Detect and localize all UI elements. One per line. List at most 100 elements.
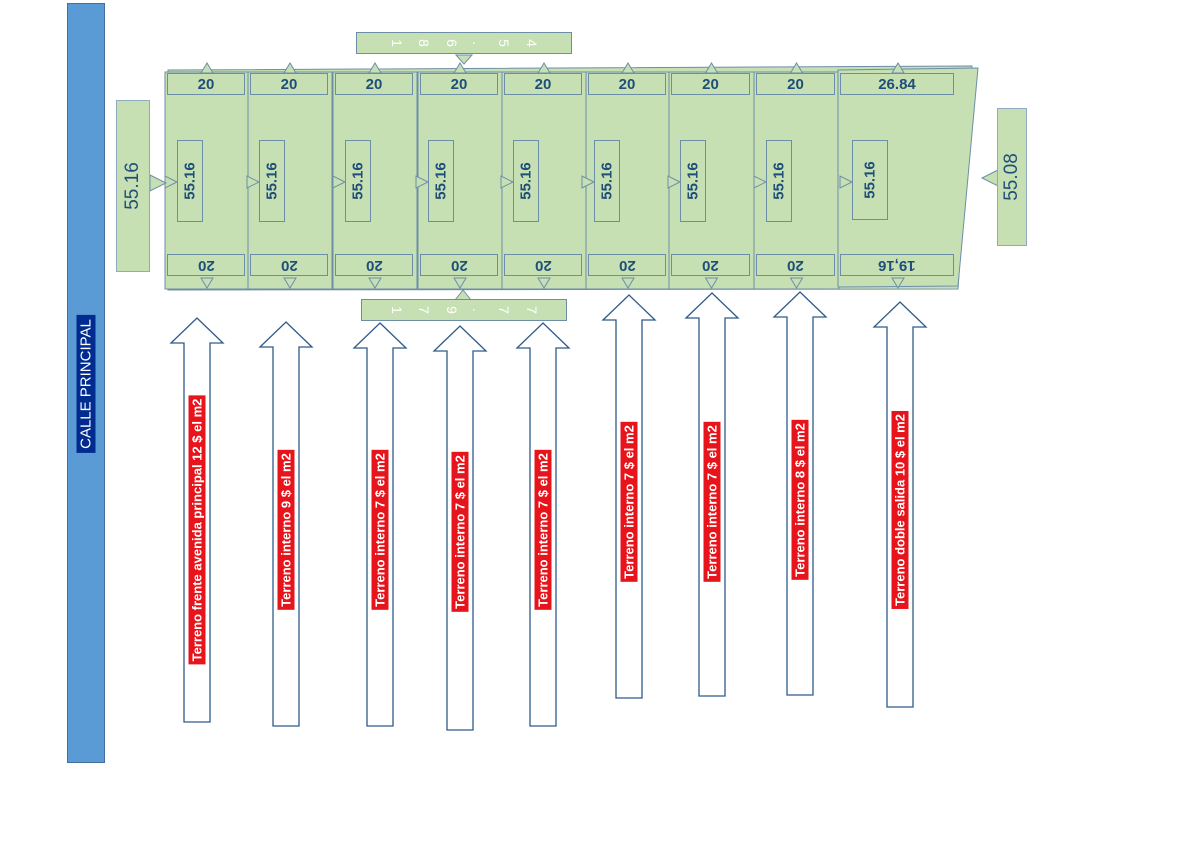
lot-depth-box: 55.16 <box>513 140 539 222</box>
right-side-arrow <box>980 169 999 187</box>
measure-digit: 7 <box>416 306 433 314</box>
edge-arrow-down <box>891 277 905 289</box>
lot-front-measure: 20 <box>671 73 750 95</box>
measure-digit: 7 <box>523 306 540 314</box>
edge-arrow-down <box>368 277 382 289</box>
lot-back-measure-text: 19,16 <box>878 256 916 274</box>
left-side-arrow <box>149 174 168 192</box>
depth-arrow-left <box>581 175 596 189</box>
lot-back-measure-text: 20 <box>618 256 636 274</box>
lot-depth-box: 55.16 <box>680 140 706 222</box>
main-street-label: CALLE PRINCIPAL <box>76 315 96 453</box>
edge-arrow-up <box>200 62 214 74</box>
lot-price-label: Terreno frente avenida principal 12 $ el… <box>188 395 206 665</box>
lot-price-label: Terreno doble salida 10 $ el m2 <box>891 411 909 609</box>
edge-arrow-up <box>283 62 297 74</box>
lot-price-label: Terreno interno 8 $ el m2 <box>791 420 809 580</box>
lot-price-label: Terreno interno 7 $ el m2 <box>451 452 469 612</box>
lot-front-measure: 20 <box>504 73 582 95</box>
lot-back-measure: 20 <box>335 254 413 276</box>
depth-arrow-left <box>500 175 515 189</box>
right-side-measure-box: 55.08 <box>997 108 1027 246</box>
lot-depth-measure: 55.16 <box>861 161 879 199</box>
measure-digit: 5 <box>495 39 512 47</box>
lot-back-measure-text: 20 <box>365 256 383 274</box>
measure-digit: 1 <box>388 306 405 314</box>
lot-price-label: Terreno interno 9 $ el m2 <box>277 450 295 610</box>
lot-depth-measure: 55.16 <box>349 162 367 200</box>
depth-arrow-left <box>332 175 347 189</box>
lot-depth-box: 55.16 <box>852 140 888 220</box>
lot-back-measure: 20 <box>756 254 835 276</box>
lot-depth-measure: 55.16 <box>432 162 450 200</box>
measure-digit: 6 <box>444 39 461 47</box>
lot-back-measure: 20 <box>420 254 498 276</box>
depth-arrow-left <box>753 175 768 189</box>
lot-front-measure: 20 <box>335 73 413 95</box>
edge-arrow-up <box>368 62 382 74</box>
lot-front-measure: 20 <box>756 73 835 95</box>
lot-back-measure: 20 <box>167 254 245 276</box>
left-side-measure: 55.16 <box>122 162 143 210</box>
measure-digit: 9 <box>444 306 461 314</box>
edge-arrow-down <box>621 277 635 289</box>
lot-depth-box: 55.16 <box>766 140 792 222</box>
lot-front-measure: 20 <box>420 73 498 95</box>
lot-front-measure: 26.84 <box>840 73 954 95</box>
depth-arrow-left <box>839 175 854 189</box>
lot-back-measure-text: 20 <box>534 256 552 274</box>
lot-depth-measure: 55.16 <box>598 162 616 200</box>
lot-back-measure-text: 20 <box>197 256 215 274</box>
edge-arrow-down <box>704 277 719 289</box>
lot-depth-measure: 55.16 <box>263 162 281 200</box>
right-side-measure: 55.08 <box>1001 153 1022 201</box>
measure-digit: 8 <box>416 39 433 47</box>
measure-digit: 4 <box>523 39 540 47</box>
edge-arrow-down <box>453 277 467 289</box>
left-side-measure-box: 55.16 <box>116 100 150 272</box>
lot-depth-box: 55.16 <box>428 140 454 222</box>
depth-arrow-left <box>415 175 430 189</box>
lot-depth-box: 55.16 <box>594 140 620 222</box>
lot-back-measure-text: 20 <box>450 256 468 274</box>
lot-depth-box: 55.16 <box>259 140 285 222</box>
lot-front-measure: 20 <box>167 73 245 95</box>
lot-depth-measure: 55.16 <box>181 162 199 200</box>
lot-back-measure: 19,16 <box>840 254 954 276</box>
lot-price-label: Terreno interno 7 $ el m2 <box>703 422 721 582</box>
edge-arrow-down <box>200 277 214 289</box>
depth-arrow-left <box>246 175 261 189</box>
measure-digit: 7 <box>495 306 512 314</box>
lot-back-measure: 20 <box>671 254 750 276</box>
lot-front-measure: 20 <box>588 73 666 95</box>
measure-digit: 1 <box>388 39 405 47</box>
lot-depth-box: 55.16 <box>345 140 371 222</box>
lot-parcel <box>837 67 979 288</box>
lot-back-measure-text: 20 <box>787 256 804 274</box>
lot-price-label: Terreno interno 7 $ el m2 <box>534 450 552 610</box>
depth-arrow-left <box>667 175 682 189</box>
lot-depth-measure: 55.16 <box>517 162 535 200</box>
lot-back-measure-text: 20 <box>702 256 719 274</box>
lot-price-label: Terreno interno 7 $ el m2 <box>371 450 389 610</box>
lot-back-measure-text: 20 <box>280 256 298 274</box>
lot-depth-box: 55.16 <box>177 140 203 222</box>
edge-arrow-down <box>789 277 804 289</box>
lot-back-measure: 20 <box>588 254 666 276</box>
lot-depth-measure: 55.16 <box>684 162 702 200</box>
lot-depth-measure: 55.16 <box>770 162 788 200</box>
measure-digit: . <box>469 41 486 45</box>
lot-price-label: Terreno interno 7 $ el m2 <box>620 422 638 582</box>
edge-arrow-down <box>537 277 551 289</box>
lot-back-measure: 20 <box>504 254 582 276</box>
measure-digit: . <box>469 308 486 312</box>
lot-back-measure: 20 <box>250 254 328 276</box>
lot-front-measure: 20 <box>250 73 328 95</box>
edge-arrow-down <box>283 277 297 289</box>
